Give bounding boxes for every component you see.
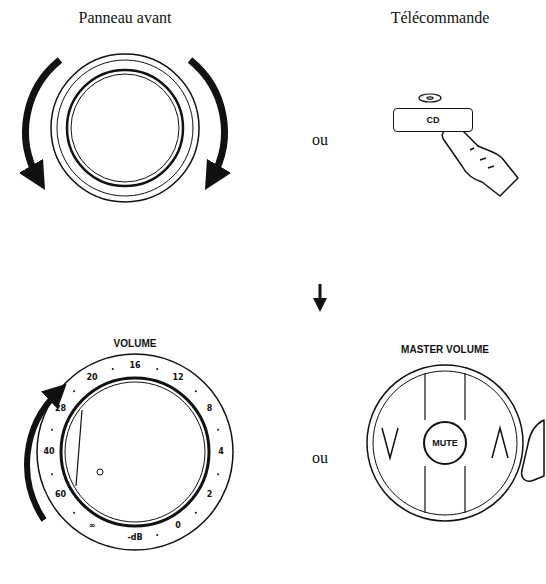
or-text: ou <box>312 450 328 466</box>
rotation-arrow <box>26 60 225 178</box>
scale-number: 12 <box>172 374 183 382</box>
down-arrow <box>313 284 327 312</box>
pad-label: MASTER VOLUME <box>401 345 489 355</box>
scale-dot <box>51 429 53 431</box>
scale-dot <box>156 534 158 536</box>
scale-dot <box>156 368 158 370</box>
cd-button: CD <box>393 108 473 132</box>
rotation-arrow <box>27 392 58 520</box>
scale-dot <box>51 473 53 475</box>
scale-number: 28 <box>55 405 66 413</box>
scale-dot <box>195 390 197 392</box>
scale-dot <box>73 512 75 514</box>
scale-dot <box>73 390 75 392</box>
or-text: ou <box>312 132 328 148</box>
scale-number: 2 <box>207 491 213 499</box>
scale-number: 16 <box>129 362 140 370</box>
disc-icon <box>419 94 441 102</box>
scale-number: 60 <box>55 491 66 499</box>
input-knob <box>51 54 199 202</box>
knob-label: VOLUME <box>114 339 157 349</box>
scale-dot <box>112 368 114 370</box>
panel-heading: Panneau avant <box>79 10 172 26</box>
scale-number: 20 <box>86 374 97 382</box>
scale-number: -dB <box>127 534 142 542</box>
panel-heading: Télécommande <box>391 10 490 26</box>
scale-number: 0 <box>175 522 181 530</box>
button-text: CD <box>427 115 440 125</box>
volume-knob <box>37 354 233 550</box>
master-volume-pad <box>367 365 523 521</box>
scale-dot <box>217 429 219 431</box>
scale-dots <box>51 368 219 536</box>
hand <box>442 126 518 196</box>
scale-dot <box>195 512 197 514</box>
scale-number: ∞ <box>89 522 96 530</box>
scale-number: 40 <box>43 448 54 456</box>
button-text: MUTE <box>432 438 458 448</box>
mute-button: MUTE <box>423 421 467 465</box>
scale-dot <box>217 473 219 475</box>
scale-number: 4 <box>218 448 224 456</box>
hand <box>522 420 544 481</box>
scale-number: 8 <box>207 405 213 413</box>
